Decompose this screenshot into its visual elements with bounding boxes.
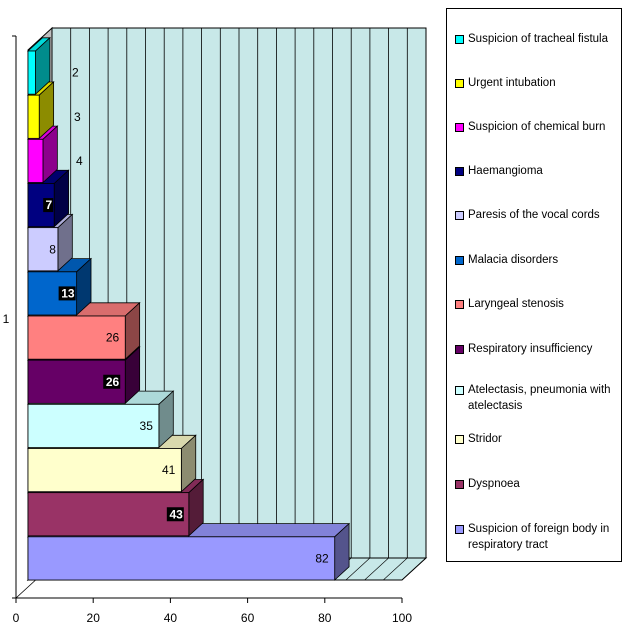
- data-label-bg: [166, 507, 184, 522]
- legend-label: Suspicion of chemical burn: [468, 121, 606, 133]
- data-label-bg: [103, 374, 121, 389]
- legend-label: Suspicion of foreign body in respiratory…: [468, 523, 610, 551]
- legend-swatch: [455, 35, 464, 44]
- legend-swatch: [455, 345, 464, 354]
- legend-label: Haemangioma: [468, 165, 543, 177]
- legend-swatch: [455, 435, 464, 444]
- legend-label: Paresis of the vocal cords: [468, 209, 600, 221]
- bar: [27, 492, 190, 537]
- x-tick-label: 40: [164, 611, 178, 625]
- legend-label: Suspicion of tracheal fistula: [468, 33, 608, 45]
- bar: [27, 315, 126, 360]
- x-tick-label: 20: [87, 611, 101, 625]
- floor-line: [401, 557, 427, 581]
- x-tick-label: 60: [241, 611, 255, 625]
- bar: [27, 403, 160, 448]
- data-label: 82: [315, 551, 329, 565]
- data-label-bg: [43, 198, 54, 213]
- x-tick-label: 100: [392, 611, 412, 625]
- legend-swatch: [455, 525, 464, 534]
- legend-label: Atelectasis, pneumonia with atelectasis: [468, 384, 611, 412]
- legend-label: Respiratory insufficiency: [468, 343, 593, 355]
- legend-swatch: [455, 300, 464, 309]
- floor-line: [364, 557, 389, 581]
- legend-swatch: [455, 123, 464, 132]
- bar: [27, 50, 36, 95]
- x-tick-label: 80: [318, 611, 332, 625]
- floor-line: [383, 557, 408, 581]
- data-label: 35: [140, 419, 154, 433]
- legend-label: Urgent intubation: [468, 77, 556, 89]
- legend-label: Malacia disorders: [468, 254, 559, 266]
- bar: [27, 448, 182, 493]
- floor-line: [345, 557, 371, 581]
- legend-swatch: [455, 480, 464, 489]
- legend-swatch: [455, 167, 464, 176]
- data-label: 2: [72, 66, 79, 80]
- data-label: 43: [169, 507, 183, 521]
- legend-swatch: [455, 386, 464, 395]
- data-label: 4: [76, 154, 83, 168]
- data-label: 7: [45, 198, 52, 212]
- legend-swatch: [455, 211, 464, 220]
- data-label: 3: [74, 110, 81, 124]
- data-label-bg: [58, 286, 76, 301]
- data-label: 13: [61, 286, 75, 300]
- bar: [27, 536, 336, 581]
- bar: [27, 227, 59, 272]
- data-label: 8: [49, 242, 56, 256]
- bar: [27, 94, 40, 139]
- legend-swatch: [455, 79, 464, 88]
- category-tick-label: 1: [3, 312, 10, 326]
- legend-swatch: [455, 256, 464, 265]
- x-tick-label: 0: [13, 611, 20, 625]
- legend-label: Laryngeal stenosis: [468, 298, 564, 310]
- bar: [27, 138, 44, 183]
- legend-label: Dyspnoea: [468, 478, 520, 490]
- data-label: 41: [162, 463, 176, 477]
- data-label: 26: [106, 375, 120, 389]
- data-label: 26: [106, 331, 120, 345]
- legend-label: Stridor: [468, 433, 502, 445]
